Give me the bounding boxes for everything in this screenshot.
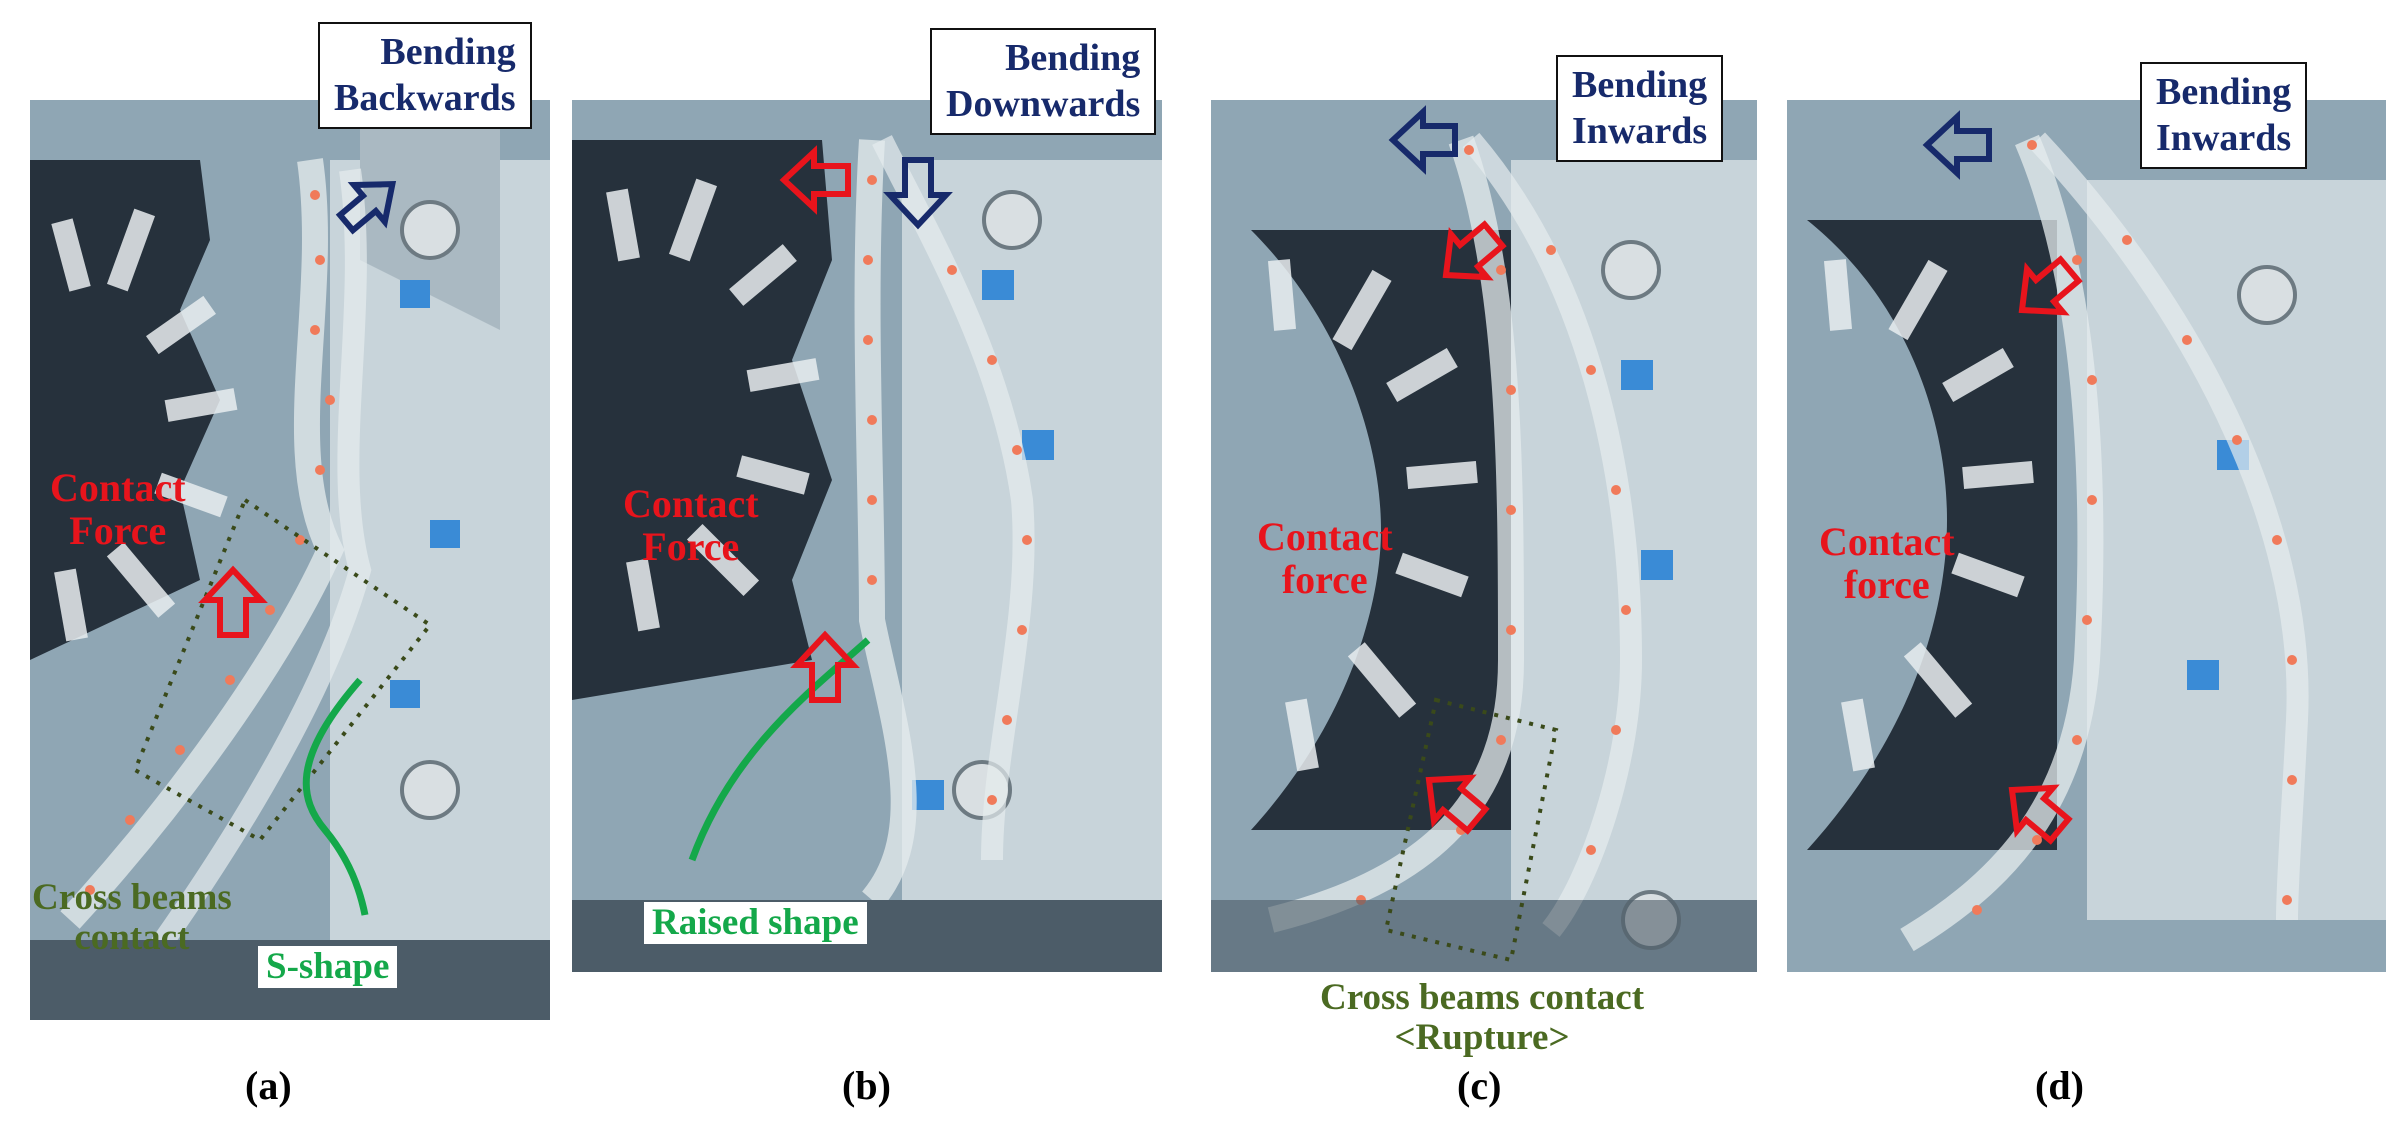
contact-force-label-b: Contact Force <box>623 481 759 570</box>
photo-b-illustration <box>572 100 1162 972</box>
photo-d-illustration <box>1787 100 2386 972</box>
contact-force-label-b-line2: Force <box>642 524 740 570</box>
cross-beams-label-c-line2: <Rupture> <box>1394 1016 1570 1058</box>
direction-label-a-line2: Backwards <box>334 76 516 119</box>
direction-label-d: Bending Inwards <box>2140 62 2308 170</box>
cross-beams-label-c-line1: Cross beams contact <box>1319 977 1645 1018</box>
direction-label-d-line1: Bending <box>2156 71 2292 113</box>
contact-force-label-c: Contact force <box>1257 514 1393 603</box>
direction-label-c-line1: Bending <box>1572 64 1708 106</box>
contact-force-label-a: Contact Force <box>50 465 186 554</box>
cross-beams-label-a-line1: Cross beams <box>32 877 232 918</box>
contact-force-label-a-line2: Force <box>69 508 167 554</box>
contact-force-label-a-line1: Contact <box>50 465 186 510</box>
s-shape-label: S-shape <box>258 946 398 988</box>
contact-force-label-c-line2: force <box>1281 557 1368 603</box>
cross-beams-label-c: Cross beams contact <Rupture> <box>1282 978 1682 1058</box>
contact-force-label-d-line2: force <box>1843 562 1930 608</box>
contact-force-label-c-line1: Contact <box>1257 514 1393 559</box>
direction-label-c: Bending Inwards <box>1556 55 1724 163</box>
contact-force-label-b-line1: Contact <box>623 481 759 526</box>
photo-c-illustration <box>1211 100 1757 972</box>
caption-b: (b) <box>842 1063 891 1108</box>
caption-a: (a) <box>245 1063 292 1108</box>
direction-label-c-line2: Inwards <box>1572 109 1708 152</box>
photo-panel-c <box>1211 100 1757 972</box>
direction-label-b: Bending Downwards <box>930 28 1157 136</box>
caption-d: (d) <box>2035 1063 2084 1108</box>
photo-panel-b <box>572 100 1162 972</box>
raised-shape-label: Raised shape <box>644 902 867 944</box>
cross-beams-label-a: Cross beams contact <box>32 878 232 958</box>
photo-panel-d <box>1787 100 2386 972</box>
direction-label-b-line1: Bending <box>1005 37 1141 79</box>
photo-a-illustration <box>30 100 550 1020</box>
direction-label-b-line2: Downwards <box>946 82 1141 125</box>
direction-label-a-line1: Bending <box>380 31 516 73</box>
caption-c: (c) <box>1457 1063 1502 1108</box>
contact-force-label-d: Contact force <box>1819 519 1955 608</box>
contact-force-label-d-line1: Contact <box>1819 519 1955 564</box>
direction-label-d-line2: Inwards <box>2156 116 2292 159</box>
direction-label-a: Bending Backwards <box>318 22 532 130</box>
photo-panel-a <box>30 100 550 1020</box>
cross-beams-label-a-line2: contact <box>74 916 190 958</box>
